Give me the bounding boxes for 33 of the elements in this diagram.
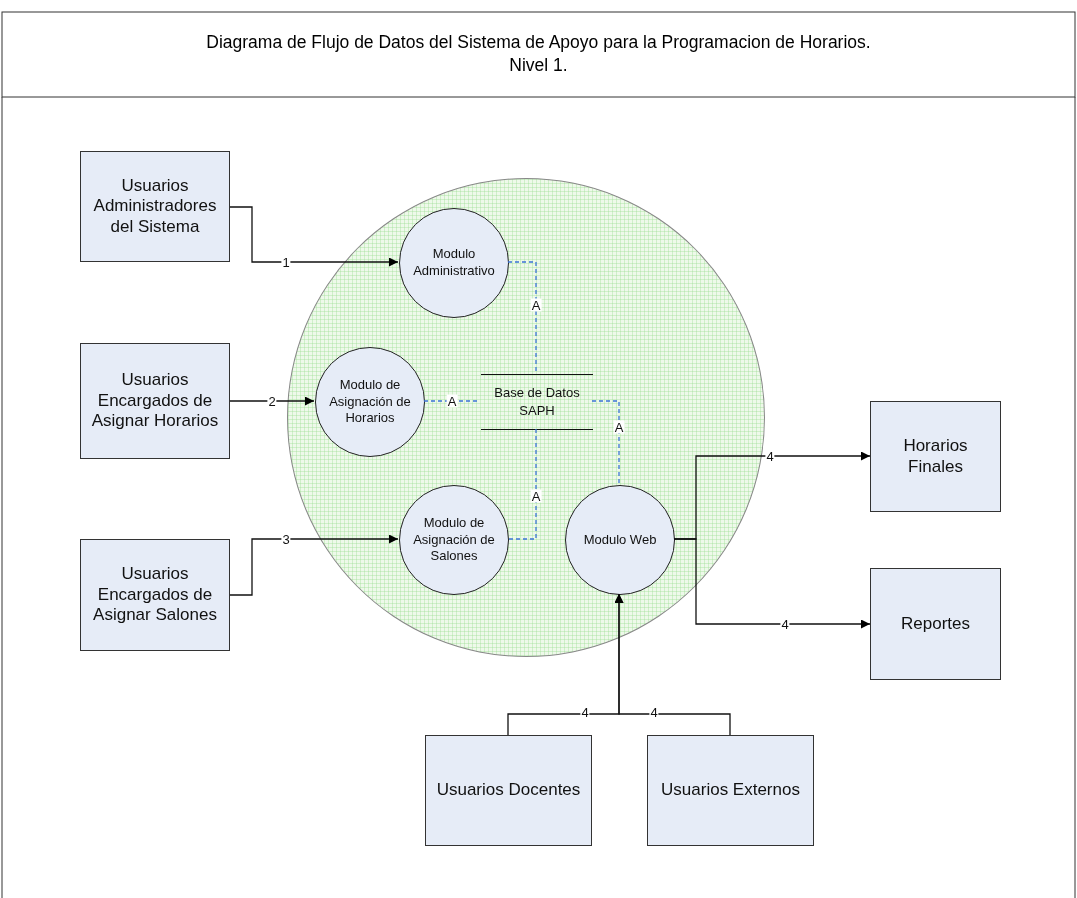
edge-label: A <box>530 489 542 503</box>
edge-label: 2 <box>267 394 277 408</box>
external-entity-box: Usuarios Externos <box>647 735 814 846</box>
edge-label: 1 <box>281 255 291 269</box>
process-circle: Modulo de Asignación de Horarios <box>315 347 425 457</box>
dashed-connector <box>507 261 537 374</box>
external-entity-box: Usuarios Encargados de Asignar Horarios <box>80 343 230 459</box>
arrow <box>614 593 731 736</box>
edge-label: 4 <box>580 705 590 719</box>
title: Diagrama de Flujo de Datos del Sistema de Apoyo para la Programacion de Horarios. <box>205 32 872 53</box>
arrow <box>229 396 315 406</box>
edge-label: 4 <box>765 449 775 463</box>
subtitle: Nivel 1. <box>508 55 569 76</box>
arrow <box>673 538 871 629</box>
process-circle: Modulo Web <box>565 485 675 595</box>
process-circle: Modulo de Asignación de Salones <box>399 485 509 595</box>
arrow <box>229 534 399 596</box>
edge-label: 3 <box>281 532 291 546</box>
dashed-connector <box>591 400 620 485</box>
data-store: Base de Datos SAPH <box>481 374 593 430</box>
external-entity-box: Horarios Finales <box>870 401 1001 512</box>
dashed-connector <box>507 428 537 540</box>
edge-label: 4 <box>649 705 659 719</box>
external-entity-box: Reportes <box>870 568 1001 680</box>
external-entity-box: Usuarios Encargados de Asignar Salones <box>80 539 230 651</box>
external-entity-box: Usuarios Docentes <box>425 735 592 846</box>
edge-label: 4 <box>780 617 790 631</box>
edge-label: A <box>530 298 542 312</box>
external-entity-box: Usuarios Administradores del Sistema <box>80 151 230 262</box>
process-circle: Modulo Administrativo <box>399 208 509 318</box>
arrow <box>229 206 399 267</box>
edge-label: A <box>613 420 625 434</box>
edge-label: A <box>446 394 458 408</box>
